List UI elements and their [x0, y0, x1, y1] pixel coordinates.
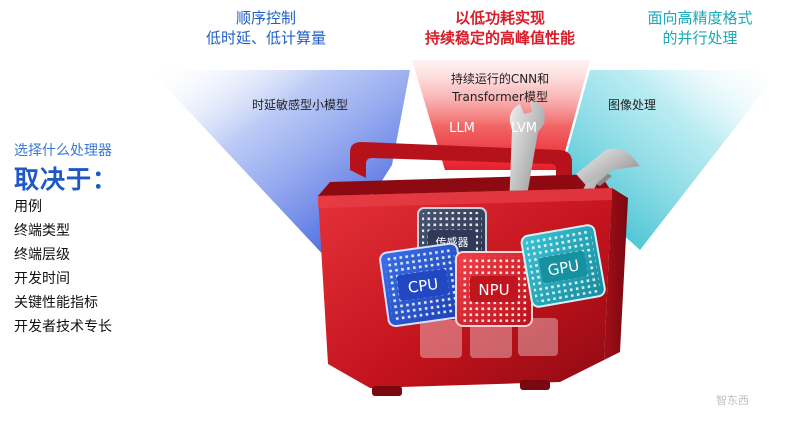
left-heading: 取决于： — [14, 165, 119, 194]
factor-item: 关键性能指标 — [14, 295, 98, 311]
cpu-chip: CPU — [379, 242, 467, 328]
teal-beam-label: 图像处理 — [607, 98, 656, 112]
model-llm: LLM — [449, 121, 475, 136]
blue-beam-label: 时延敏感型小模型 — [251, 98, 348, 112]
model-lvm: LVM — [511, 121, 537, 136]
header-cpu-line1: 顺序控制 — [235, 9, 296, 27]
header-cpu: 顺序控制 低时延、低计算量 — [186, 8, 346, 48]
red-beam — [412, 60, 590, 170]
npu-chip: NPU — [455, 251, 533, 327]
red-beam-label: 持续运行的CNN和 Transformer模型 — [420, 70, 580, 106]
factor-item: 终端类型 — [14, 223, 70, 239]
gpu-chip-label: GPU — [546, 256, 580, 279]
header-cpu-line2: 低时延、低计算量 — [205, 29, 326, 47]
header-gpu: 面向高精度格式 的并行处理 — [620, 8, 780, 48]
factor-item: 开发时间 — [14, 271, 70, 287]
watermark: 智东西 — [716, 394, 749, 407]
factor-item: 终端层级 — [14, 247, 70, 263]
left-intro: 选择什么处理器 — [14, 143, 112, 159]
red-beam-label-line1: 持续运行的CNN和 — [450, 72, 550, 86]
header-npu-line1: 以低功耗实现 — [454, 9, 545, 27]
factor-item: 用例 — [14, 199, 42, 215]
header-gpu-line1: 面向高精度格式 — [647, 9, 753, 27]
npu-chip-label: NPU — [478, 281, 509, 299]
factor-item: 开发者技术专长 — [14, 319, 112, 335]
header-npu-line2: 持续稳定的高峰值性能 — [424, 29, 575, 47]
header-gpu-line2: 的并行处理 — [662, 29, 738, 47]
cpu-chip-label: CPU — [407, 275, 440, 297]
header-npu: 以低功耗实现 持续稳定的高峰值性能 — [400, 8, 600, 48]
red-beam-label-line2: Transformer模型 — [451, 90, 548, 104]
gpu-chip: GPU — [520, 224, 606, 308]
